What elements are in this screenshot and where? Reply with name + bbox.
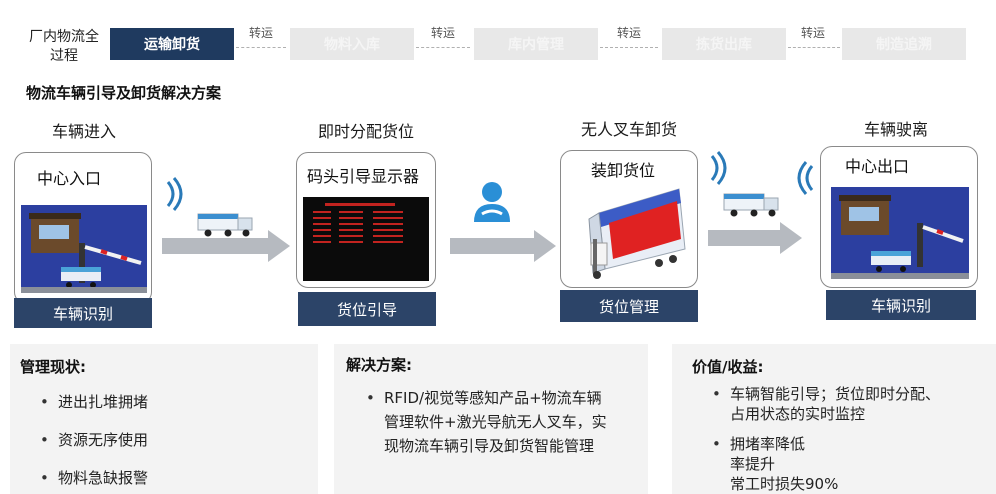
transfer-label-1: 转运: [248, 26, 273, 40]
flow-arrow-3-body: [708, 230, 784, 246]
value-list: 车辆智能引导；货位即时分配、 占用状态的实时监控 拥堵率降低 率提升 常工时损失…: [712, 384, 992, 494]
slot-management-tag: 货位管理: [560, 290, 698, 322]
guidance-display-screen: [303, 197, 429, 281]
status-list: 进出扎堆拥堵 资源无序使用 物料急缺报警: [40, 392, 148, 488]
slot-guidance-tag: 货位引导: [298, 292, 436, 326]
step-material-inbound[interactable]: 物料入库: [290, 28, 414, 60]
flow-arrow-2-body: [450, 238, 538, 254]
status-item: 物料急缺报警: [40, 468, 148, 488]
exit-gate-illustration: [831, 187, 969, 279]
exit-card: 中心出口: [820, 146, 978, 288]
wireless-signal-icon-2: [710, 151, 727, 185]
transfer-line-4: [788, 47, 840, 48]
solution-panel-title: 解决方案:: [346, 356, 412, 374]
dock-display-card: 码头引导显示器: [296, 152, 436, 288]
process-label: 厂内物流全过程: [29, 29, 99, 64]
status-item: 资源无序使用: [40, 430, 148, 450]
step-picking-outbound[interactable]: 拣货出库: [662, 28, 786, 60]
solution-text: RFID/视觉等感知产品+物流车辆 管理软件+激光导航无人叉车，实 现物流车辆引…: [366, 388, 607, 456]
value-panel: 价值/收益: 车辆智能引导；货位即时分配、 占用状态的实时监控 拥堵率降低 率提…: [672, 344, 996, 494]
status-item: 进出扎堆拥堵: [40, 392, 148, 412]
forklift-unloading-illustration: [588, 188, 686, 279]
value-item-line: 车辆智能引导；货位即时分配、: [712, 384, 992, 404]
wireless-signal-icon-1: [166, 177, 183, 211]
flow-arrow-1-head: [268, 230, 290, 262]
gate-booth-illustration: [21, 205, 147, 293]
transfer-line-1: [236, 47, 286, 48]
status-panel-title: 管理现状:: [20, 358, 86, 376]
driver-icon: [474, 182, 510, 222]
value-item-line: 占用状态的实时监控: [730, 405, 866, 423]
section-title: 物流车辆引导及卸货解决方案: [26, 84, 222, 102]
loading-slot-card: 装卸货位: [560, 150, 698, 288]
solution-line: 管理软件+激光导航无人叉车，实: [384, 413, 607, 431]
dock-display-card-title: 码头引导显示器: [307, 167, 420, 186]
transfer-line-2: [416, 47, 470, 48]
stage-title-unload: 无人叉车卸货: [580, 120, 677, 139]
exit-card-title: 中心出口: [845, 157, 910, 176]
truck-icon-2: [723, 193, 779, 217]
step-transport-unload[interactable]: 运输卸货: [110, 28, 234, 60]
solution-line: RFID/视觉等感知产品+物流车辆: [366, 388, 607, 408]
wireless-signal-icon-3: [797, 161, 814, 195]
value-item-text: 拥堵率降低: [730, 435, 806, 453]
stage-title-enter: 车辆进入: [51, 122, 116, 141]
status-panel: 管理现状: 进出扎堆拥堵 资源无序使用 物料急缺报警: [10, 344, 318, 494]
stage-title-leave: 车辆驶离: [863, 120, 928, 139]
entrance-card-title: 中心入口: [37, 169, 102, 188]
vehicle-recognition-tag-2: 车辆识别: [826, 290, 976, 320]
step-warehouse-management[interactable]: 库内管理: [474, 28, 598, 60]
solution-panel: 解决方案: RFID/视觉等感知产品+物流车辆 管理软件+激光导航无人叉车，实 …: [334, 344, 648, 494]
value-item-line: 拥堵率降低: [712, 434, 992, 454]
flow-arrow-2-head: [534, 230, 556, 262]
solution-line: 现物流车辆引导及卸货智能管理: [384, 437, 595, 455]
transfer-label-4: 转运: [800, 26, 825, 40]
loading-slot-card-title: 装卸货位: [591, 161, 656, 180]
transfer-label-3: 转运: [616, 26, 641, 40]
stage-title-allocate: 即时分配货位: [317, 122, 414, 141]
value-item-line: 率提升: [730, 455, 776, 473]
value-panel-title: 价值/收益:: [692, 358, 764, 376]
flow-arrow-1-body: [162, 238, 272, 254]
flow-arrow-3-head: [780, 222, 802, 254]
vehicle-recognition-tag-1: 车辆识别: [14, 298, 152, 328]
transfer-label-2: 转运: [430, 26, 455, 40]
value-item-line: 常工时损失90%: [730, 475, 839, 493]
entrance-card: 中心入口: [14, 152, 152, 304]
truck-icon-1: [197, 213, 253, 237]
transfer-line-3: [600, 47, 658, 48]
step-manufacturing-trace[interactable]: 制造追溯: [842, 28, 966, 60]
